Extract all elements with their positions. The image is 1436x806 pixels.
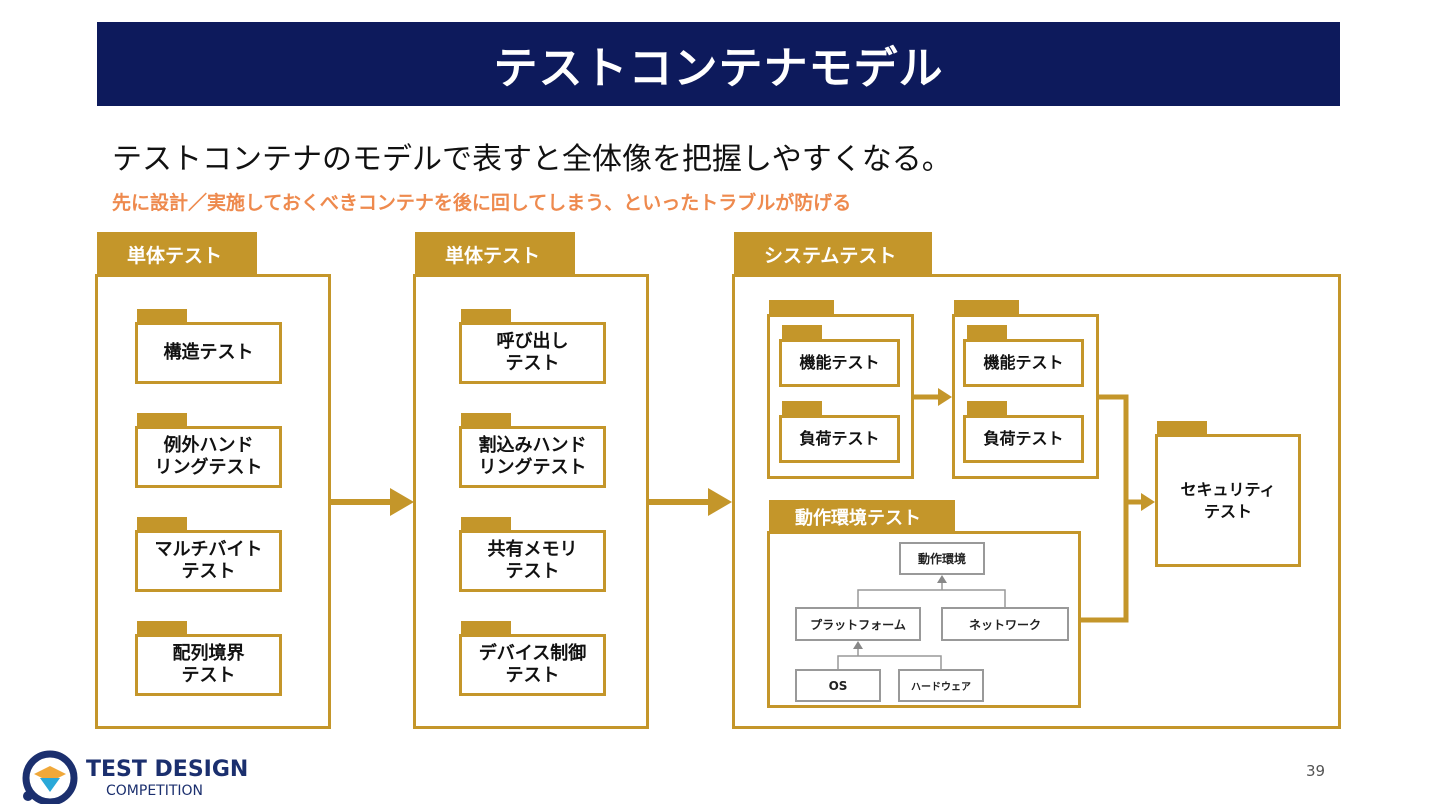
container-load-test-1: 負荷テスト xyxy=(779,415,900,463)
folder-tab xyxy=(137,517,187,533)
folder-tab xyxy=(769,300,834,317)
arrow-head xyxy=(938,388,952,406)
container-device-control-test: デバイス制御 テスト xyxy=(459,634,606,696)
container-security-test: セキュリティ テスト xyxy=(1155,434,1301,567)
env-node-platform: プラットフォーム xyxy=(795,607,921,641)
container-multibyte-test: マルチバイト テスト xyxy=(135,530,282,592)
container-load-test-2: 負荷テスト xyxy=(963,415,1084,463)
container-function-test-2: 機能テスト xyxy=(963,339,1084,387)
container-exception-handling-test: 例外ハンド リングテスト xyxy=(135,426,282,488)
folder-tab xyxy=(461,517,511,533)
folder-tab xyxy=(954,300,1019,317)
slide-title: テストコンテナモデル xyxy=(97,22,1340,106)
env-node-operating-environment: 動作環境 xyxy=(899,542,985,575)
container-shared-memory-test: 共有メモリ テスト xyxy=(459,530,606,592)
container-interrupt-handling-test: 割込みハンド リングテスト xyxy=(459,426,606,488)
env-node-network: ネットワーク xyxy=(941,607,1069,641)
arrow-head xyxy=(708,488,732,516)
folder-tab xyxy=(967,401,1007,417)
logo-text-primary: TEST DESIGN xyxy=(86,757,249,782)
slide-note: 先に設計／実施しておくべきコンテナを後に回してしまう、といったトラブルが防げる xyxy=(112,192,852,214)
folder-tab xyxy=(782,401,822,417)
env-node-hardware: ハードウェア xyxy=(898,669,984,702)
container-call-test: 呼び出し テスト xyxy=(459,322,606,384)
page-number: 39 xyxy=(1306,762,1326,780)
folder-tab xyxy=(1157,421,1207,437)
group-tab-unit-test-2: 単体テスト xyxy=(415,232,575,276)
logo-text-secondary: COMPETITION xyxy=(106,783,204,799)
folder-tab xyxy=(967,325,1007,341)
slide-subtitle: テストコンテナのモデルで表すと全体像を把握しやすくなる。 xyxy=(112,142,952,177)
arrow-to-security-bracket xyxy=(1081,394,1129,623)
env-node-os: OS xyxy=(795,669,881,702)
container-array-boundary-test: 配列境界 テスト xyxy=(135,634,282,696)
folder-tab xyxy=(461,309,511,325)
folder-tab xyxy=(461,621,511,637)
logo-icon xyxy=(22,750,78,804)
group-tab-system-test: システムテスト xyxy=(734,232,932,276)
folder-tab xyxy=(137,621,187,637)
folder-tab xyxy=(137,413,187,429)
arrow-head xyxy=(1141,493,1155,511)
env-tab: 動作環境テスト xyxy=(769,500,955,534)
container-function-test-1: 機能テスト xyxy=(779,339,900,387)
folder-tab xyxy=(461,413,511,429)
container-structure-test: 構造テスト xyxy=(135,322,282,384)
arrow-head xyxy=(390,488,414,516)
group-tab-unit-test-1: 単体テスト xyxy=(97,232,257,276)
folder-tab xyxy=(782,325,822,341)
folder-tab xyxy=(137,309,187,325)
